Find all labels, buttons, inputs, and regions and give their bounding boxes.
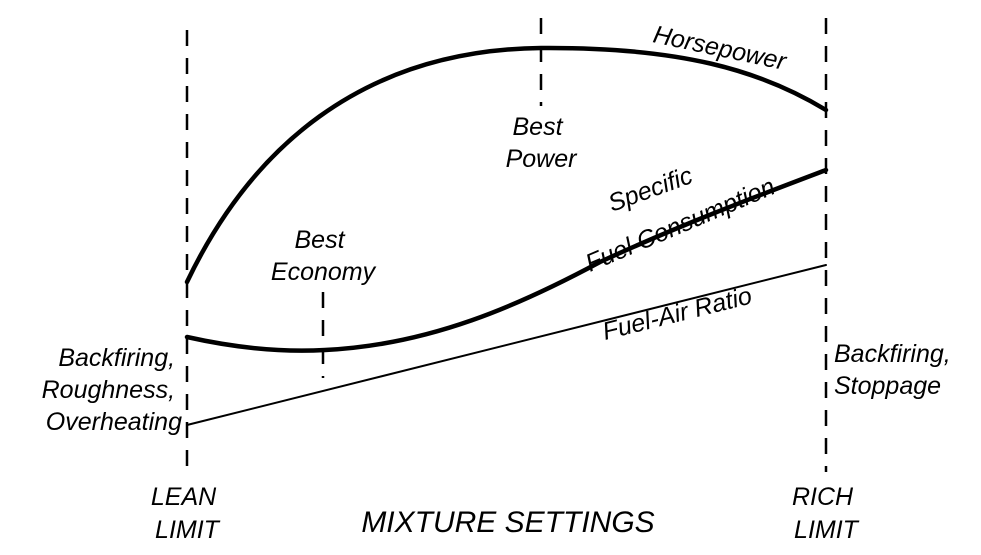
lean-limit-label: LEAN LIMIT [151,483,223,544]
lean-effects-label: Backfiring, Roughness, Overheating [42,344,182,436]
horsepower-curve [184,45,829,285]
fuel-air-ratio-line [186,264,827,426]
rich-effects-label: Backfiring, Stoppage [834,340,958,400]
x-axis-label: MIXTURE SETTINGS [361,506,654,539]
specific-fuel-consumption-curve [184,167,829,353]
best-power-label: Best Power [506,113,579,173]
series-label-fuel-air-ratio: Fuel-Air Ratio [600,282,755,346]
rich-limit-label: RICH LIMIT [792,483,860,544]
best-economy-label: Best Economy [271,226,377,286]
